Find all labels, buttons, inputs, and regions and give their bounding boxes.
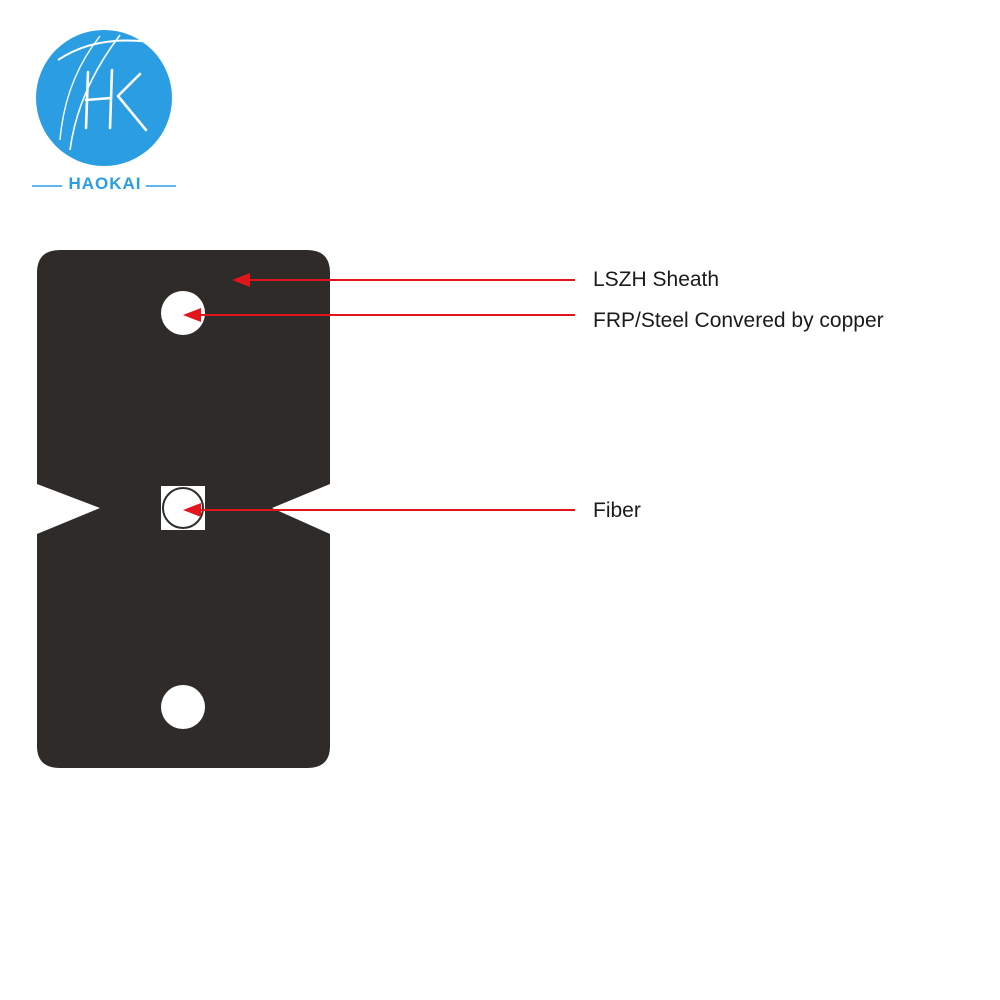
strength-member-bottom xyxy=(161,685,205,729)
logo-swoosh-3 xyxy=(59,35,101,141)
logo-letter-k xyxy=(116,72,148,132)
logo-letter-h xyxy=(84,68,114,130)
brand-name: HAOKAI xyxy=(68,174,142,193)
haokai-logo: HAOKAI xyxy=(0,0,220,210)
label-lszh-sheath: LSZH Sheath xyxy=(593,268,720,291)
leader-fiber xyxy=(183,503,575,517)
leader-sheath xyxy=(232,273,575,287)
label-fiber: Fiber xyxy=(593,499,641,522)
logo-graphic xyxy=(32,30,176,187)
label-strength-member: FRP/Steel Convered by copper xyxy=(593,309,884,332)
leader-strength-member xyxy=(183,308,575,322)
strength-member-top xyxy=(161,291,205,335)
fiber-core xyxy=(162,487,204,529)
logo-swoosh-1 xyxy=(57,39,151,61)
